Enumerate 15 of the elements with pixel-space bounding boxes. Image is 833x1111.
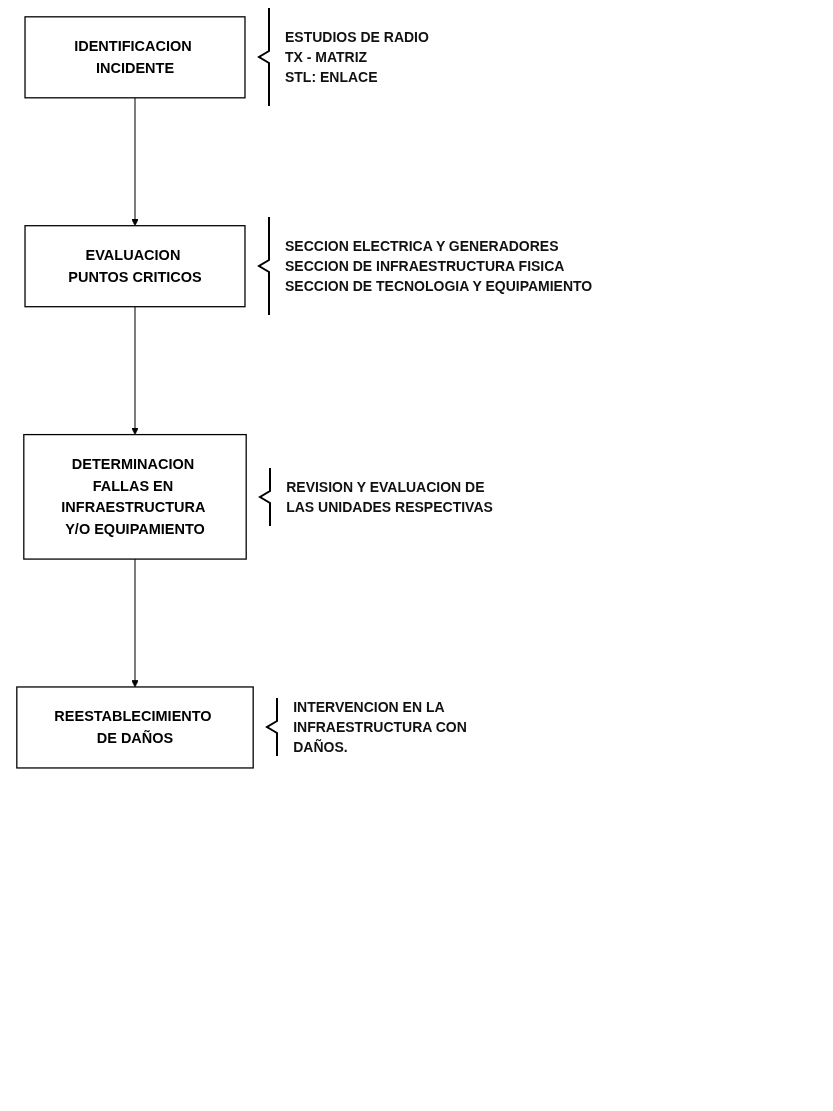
node-box: IDENTIFICACION INCIDENTE [24, 16, 246, 99]
side-note: ESTUDIOS DE RADIO [285, 28, 429, 48]
node-box: DETERMINACION FALLAS EN INFRAESTRUCTURA Y/O EQUIPAMIENTO [23, 433, 247, 560]
side-note: SECCION DE INFRAESTRUCTURA FISICA [285, 257, 565, 277]
side-note: STL: ENLACE [285, 68, 378, 88]
side-note: REVISION Y EVALUACION DE LAS UNIDADES RESPECTIVAS [286, 477, 494, 517]
arrow [131, 97, 139, 227]
side-note: SECCION ELECTRICA Y GENERADORES [285, 237, 559, 257]
node-box: EVALUACION PUNTOS CRITICOS [24, 225, 246, 308]
side-note: SECCION DE TECNOLOGIA Y EQUIPAMIENTO [285, 277, 593, 297]
side-note: TX - MATRIZ [285, 48, 368, 68]
arrow [131, 558, 139, 688]
arrow [131, 306, 139, 435]
node-box: REESTABLECIMIENTO DE DAÑOS [16, 686, 254, 769]
side-note: INTERVENCION EN LA INFRAESTRUCTURA CON DAÑOS. [293, 698, 468, 758]
